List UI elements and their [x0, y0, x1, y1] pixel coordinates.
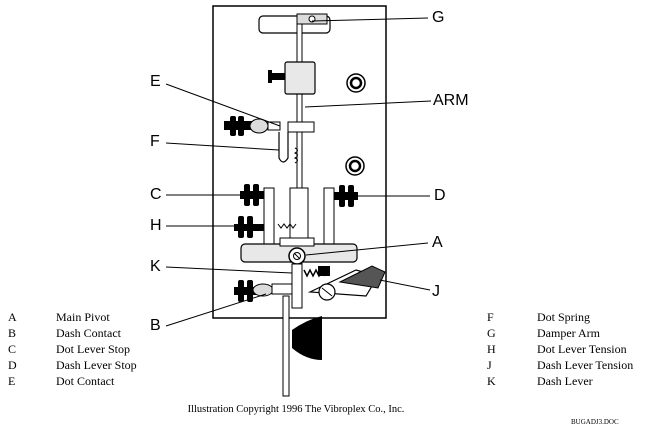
- legend-key: G: [487, 326, 496, 340]
- dash-lever-stop: [334, 185, 358, 207]
- arm-contact-block: [287, 121, 315, 133]
- legend-text: Dot Spring: [537, 310, 591, 324]
- legend-row: E Dot Contact: [8, 373, 137, 389]
- callout-c: C: [150, 186, 162, 203]
- callout-a: A: [432, 234, 443, 251]
- legend-row: C Dot Lever Stop: [8, 341, 137, 357]
- legend-key: D: [8, 358, 17, 372]
- dash-lever: [291, 263, 303, 309]
- legend-text: Damper Arm: [537, 326, 600, 340]
- legend-key: J: [487, 358, 492, 372]
- lever-stem: [282, 295, 290, 397]
- legend-text: Dash Lever: [537, 374, 593, 388]
- paddle: [292, 316, 322, 360]
- callout-e: E: [150, 73, 161, 90]
- callout-arm: ARM: [433, 92, 469, 109]
- legend-text: Dash Contact: [56, 326, 121, 340]
- weight-thumbscrew: [270, 73, 285, 80]
- copyright-notice: Illustration Copyright 1996 The Vibrople…: [187, 404, 405, 415]
- callout-g: G: [432, 9, 445, 26]
- dot-lever-stop: [240, 184, 264, 206]
- mounting-hole-lower: [345, 156, 365, 176]
- legend-key: K: [487, 374, 496, 388]
- callout-d: D: [434, 187, 446, 204]
- legend-key: E: [8, 374, 16, 388]
- dot-contact: [224, 116, 281, 136]
- callout-j: J: [432, 283, 440, 300]
- legend-text: Dot Lever Stop: [56, 342, 130, 356]
- legend-row: K Dash Lever: [487, 373, 633, 389]
- legend-row: B Dash Contact: [8, 325, 137, 341]
- damper-arm: [258, 13, 331, 34]
- legend-text: Dash Lever Tension: [537, 358, 634, 372]
- callout-f: F: [150, 133, 160, 150]
- document-filename: BUGADJ3.DOC: [571, 418, 619, 426]
- legend-row: F Dot Spring: [487, 309, 633, 325]
- dot-spring: [278, 132, 289, 163]
- legend-key: F: [487, 310, 494, 324]
- legend-text: Dot Contact: [56, 374, 115, 388]
- callout-k: K: [150, 258, 161, 275]
- callout-lines: [165, 17, 432, 327]
- legend-row: J Dash Lever Tension: [487, 357, 633, 373]
- legend-row: A Main Pivot: [8, 309, 137, 325]
- legend-row: G Damper Arm: [487, 325, 633, 341]
- legend-row: H Dot Lever Tension: [487, 341, 633, 357]
- dot-lever-tension: [234, 216, 297, 238]
- callout-h: H: [150, 217, 162, 234]
- dash-lever-post: [323, 187, 335, 249]
- arm-weight: [284, 61, 316, 95]
- dash-contact: [234, 280, 293, 302]
- legend-left: A Main Pivot B Dash Contact C Dot Lever Sto…: [8, 309, 137, 389]
- legend-right: F Dot Spring G Damper Arm H Dot Lever Tensi…: [487, 309, 633, 389]
- legend-text: Main Pivot: [56, 310, 110, 324]
- legend-key: C: [8, 342, 17, 356]
- dot-lever-post: [263, 187, 275, 249]
- dash-lever-tension: [307, 265, 386, 301]
- callout-b: B: [150, 317, 161, 334]
- legend-text: Dash Lever Stop: [56, 358, 137, 372]
- legend-key: B: [8, 326, 17, 340]
- mounting-hole-upper: [346, 73, 366, 93]
- legend-text: Dot Lever Tension: [537, 342, 627, 356]
- legend-key: A: [8, 310, 17, 324]
- legend-key: H: [487, 342, 496, 356]
- legend-row: D Dash Lever Stop: [8, 357, 137, 373]
